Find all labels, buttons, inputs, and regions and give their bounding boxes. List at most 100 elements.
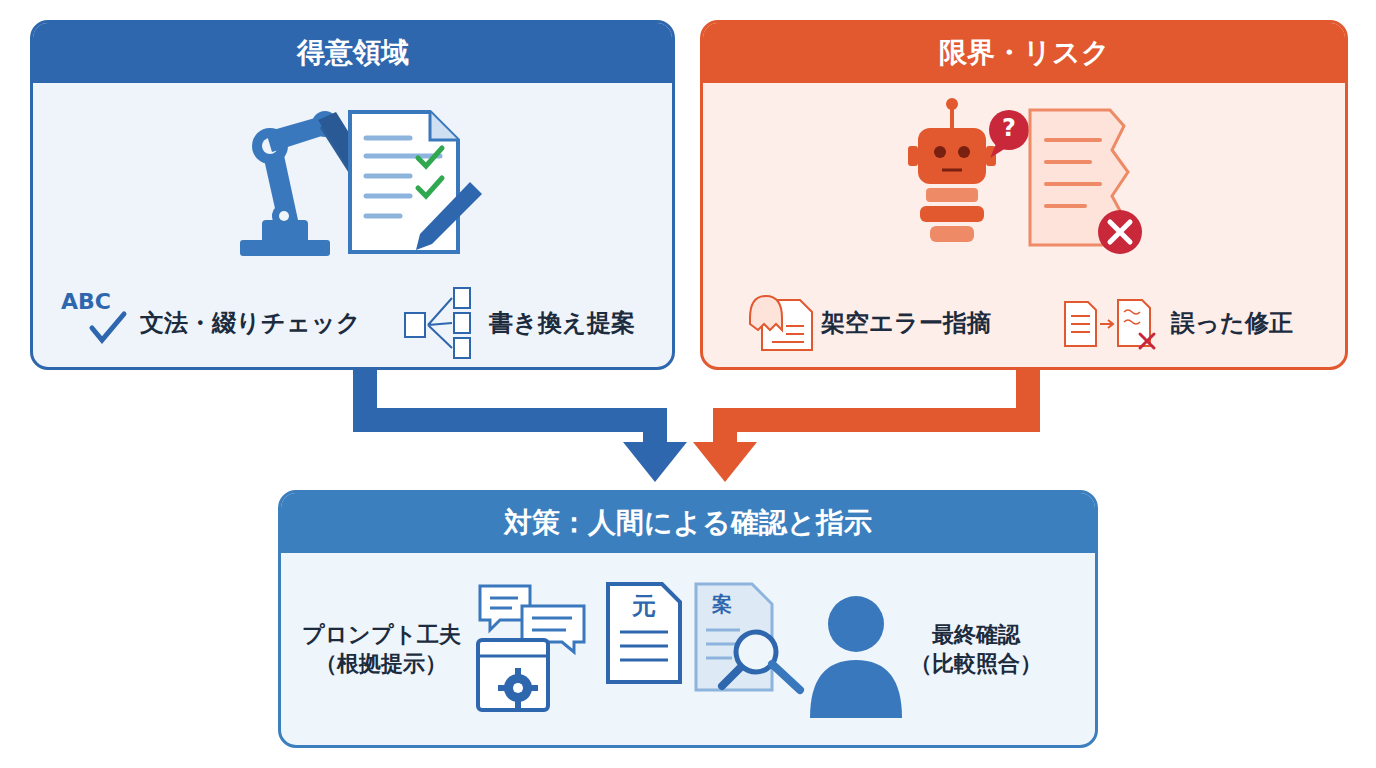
- settings-window-icon: [498, 685, 538, 691]
- item-label: 案: [712, 591, 732, 617]
- robot-arm-illustration: [252, 128, 288, 164]
- document-illustration: [430, 112, 458, 140]
- wrong-fix-icon: [1140, 334, 1154, 348]
- person-icon: [772, 664, 800, 690]
- draft-document-icon: [696, 584, 772, 690]
- chat-bubbles-icon: [490, 597, 518, 600]
- document-illustration: [366, 154, 440, 159]
- robot-illustration: [908, 146, 918, 166]
- robot-illustration: [926, 188, 978, 202]
- rewrite-branch-icon: [405, 313, 425, 337]
- original-document-icon: [608, 584, 680, 682]
- ghost-document-icon: [750, 296, 812, 350]
- document-illustration: [350, 112, 482, 252]
- robot-illustration: [986, 146, 996, 166]
- item-label: 書き換え提案: [489, 308, 635, 339]
- robot-arm-illustration: [320, 116, 365, 178]
- chat-bubbles-icon: [490, 607, 512, 610]
- document-illustration: [418, 148, 442, 166]
- robot-illustration: [990, 144, 1006, 158]
- draft-document-icon: [722, 668, 740, 686]
- panel-box: 対策：人間による確認と指示: [278, 490, 1098, 748]
- draft-document-icon: [706, 629, 740, 632]
- wrong-fix-icon: [1124, 310, 1140, 324]
- person-icon: [828, 596, 884, 652]
- arrow-shaft: [365, 368, 655, 444]
- robot-arm-illustration: [262, 146, 298, 222]
- chat-bubbles-icon: [490, 598, 572, 630]
- document-illustration: [366, 136, 410, 141]
- rewrite-branch-icon: [454, 338, 470, 358]
- chat-bubbles-icon: [480, 586, 584, 652]
- settings-window-icon: [498, 668, 538, 708]
- robot-arm-illustration: [312, 111, 338, 137]
- wrong-fix-icon: [1100, 320, 1113, 328]
- settings-window-icon: [478, 640, 548, 710]
- arrow-head: [623, 442, 687, 482]
- document-illustration: [366, 194, 410, 199]
- arrow-shaft: [725, 368, 1028, 444]
- settings-window-icon: [513, 683, 523, 693]
- ghost-document-icon: [772, 341, 804, 343]
- wrong-fix-icon: [1071, 316, 1090, 332]
- robot-illustration: [908, 98, 1029, 242]
- draft-document-icon: [706, 643, 736, 646]
- settings-window-icon: [478, 655, 548, 658]
- item-label: 元: [632, 591, 656, 622]
- broken-document-illustration: [1046, 140, 1100, 206]
- broken-document-illustration: [1110, 222, 1130, 242]
- broken-document-illustration: [1098, 210, 1142, 254]
- document-illustration: [366, 138, 440, 216]
- broken-document-illustration: [1046, 138, 1100, 142]
- document-illustration: [366, 214, 400, 219]
- person-icon: [772, 596, 902, 718]
- panel-header: 得意領域: [33, 23, 672, 83]
- item-label: 文法・綴りチェック: [140, 308, 361, 339]
- wrong-fix-icon: [1065, 300, 1154, 348]
- wrong-fix-icon: [1071, 315, 1090, 317]
- robot-illustration: [918, 128, 986, 184]
- robot-illustration: [920, 206, 984, 222]
- broken-document-illustration: [1046, 160, 1090, 164]
- item-label: 最終確認 （比較照合）: [896, 621, 1056, 678]
- ghost-document-icon: [786, 325, 804, 327]
- abc-check-icon: [92, 314, 124, 340]
- item-label: プロンプト工夫 （根拠提示）: [281, 621, 481, 678]
- wrong-fix-icon: [1118, 300, 1150, 346]
- settings-window-icon: [515, 668, 521, 708]
- settings-window-icon: [504, 674, 532, 702]
- settings-window-icon: [478, 640, 548, 710]
- person-icon: [810, 660, 902, 718]
- robot-arm-illustration: [240, 240, 330, 256]
- document-illustration: [350, 112, 458, 252]
- robot-arm-illustration: [240, 111, 376, 256]
- abc-check-icon: [92, 314, 124, 340]
- draft-document-icon: [706, 657, 732, 660]
- draft-document-icon: [696, 584, 776, 690]
- broken-document-illustration: [1046, 204, 1085, 208]
- rewrite-branch-icon: [405, 288, 470, 358]
- robot-arm-illustration: [266, 116, 328, 152]
- robot-arm-illustration: [262, 138, 278, 154]
- chat-bubbles-icon: [532, 629, 566, 632]
- wrong-fix-icon: [1071, 323, 1090, 325]
- robot-arm-illustration: [262, 220, 308, 244]
- document-illustration: [366, 174, 410, 179]
- broken-document-illustration: [1030, 110, 1142, 254]
- wrong-fix-icon: [1065, 302, 1096, 346]
- original-document-icon: [620, 659, 668, 662]
- item-label: ?: [1002, 113, 1016, 144]
- robot-illustration: [946, 98, 958, 110]
- robot-arm-illustration: [279, 211, 289, 221]
- robot-illustration: [934, 146, 946, 158]
- flow-arrow: [365, 368, 687, 482]
- original-document-icon: [620, 631, 668, 634]
- original-document-icon: [620, 645, 668, 648]
- robot-illustration: [942, 169, 962, 172]
- rewrite-branch-icon: [428, 298, 452, 348]
- broken-document-illustration: [1030, 110, 1128, 245]
- robot-illustration: [950, 108, 954, 128]
